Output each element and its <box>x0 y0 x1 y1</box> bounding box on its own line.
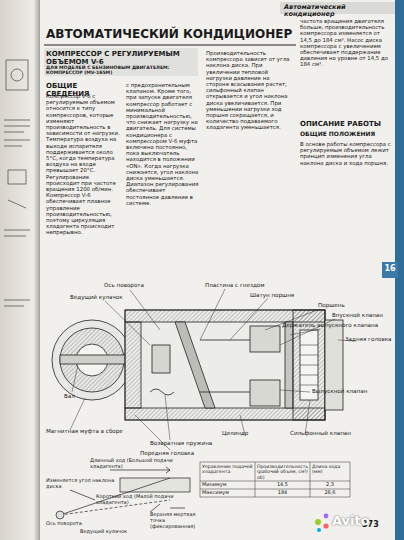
part-label: Задняя головка <box>345 336 395 342</box>
table-cell: Максимум <box>202 490 253 496</box>
table-header: Производительность (рабочий объем, см³/о… <box>257 464 308 480</box>
page-sheet <box>40 0 404 540</box>
table-cell: 184 <box>257 490 308 496</box>
part-label: Поршень <box>318 302 358 308</box>
section-subheading: ДЛЯ МОДЕЛЕЙ С БЕНЗИНОВЫМ ДВИГАТЕЛЕМ: КОМ… <box>46 65 196 76</box>
body-text: Производительность компрессора зависит о… <box>206 50 294 131</box>
body-text: Компрессор V-6 с регулируемым объемом от… <box>46 93 120 236</box>
table-grid <box>200 462 350 497</box>
table-cell: 14,5 <box>257 482 308 488</box>
page-title: АВТОМАТИЧЕСКИЙ КОНДИЦИОНЕР <box>46 28 296 42</box>
section-band <box>44 48 198 76</box>
table-cell: 2,3 <box>312 482 348 488</box>
table-header: Длина хода (мм) <box>312 464 348 475</box>
part-label: Ведущий кулачок <box>70 294 140 300</box>
chapter-tab <box>382 262 398 278</box>
part-label: Возвратная пружина <box>150 440 220 446</box>
part-label: Держатель выпускного клапана <box>282 322 392 328</box>
leader-lines <box>70 289 355 450</box>
part-label: Пластина с гнездом <box>205 282 275 288</box>
diagram-label: Ось поворота <box>46 521 106 527</box>
left-page <box>0 0 42 540</box>
part-label: Магнитная муфта в сборе <box>46 428 126 434</box>
diagram-label: Верхняя мертвая точка (фиксированная) <box>150 512 200 529</box>
diagram-label: Короткий ход (Малой подачи хладагента) <box>96 494 196 506</box>
part-label: Цилиндр <box>222 430 262 436</box>
left-page-drawings <box>4 60 30 306</box>
diagram-label: Длинный ход (Большой подачи хладагента) <box>90 458 200 470</box>
part-label: Впускной клапан <box>332 312 392 318</box>
body-text: с предохранительным клапаном. Кроме того… <box>126 82 200 206</box>
body-text: частота вращения двигателя больше, произ… <box>300 18 392 68</box>
title-rule <box>44 45 296 46</box>
part-label: Сильфонный клапан <box>290 430 360 436</box>
body-text: В основе работы компрессора с регулируем… <box>300 141 392 166</box>
part-label: Вал <box>64 393 84 399</box>
part-label: Передняя головка <box>140 450 210 456</box>
part-label: Ось поворота <box>104 282 164 288</box>
diagram-label: Изменяется угол наклона диска <box>46 478 118 490</box>
part-label: Шатун поршня <box>250 292 310 298</box>
table-cell: 28,6 <box>312 490 348 496</box>
paragraph-heading: ОПИСАНИЕ РАБОТЫ <box>300 120 392 128</box>
watermark: Avito <box>332 514 382 529</box>
diagram-label: Ведущий кулачок <box>80 529 150 535</box>
paragraph-heading: ОБЩИЕ ПОЛОЖЕНИЯ <box>300 131 392 138</box>
running-header: Автоматический кондиционер <box>284 4 394 19</box>
table-header: Управление подачей хладагента <box>202 464 253 475</box>
part-label: Выпускной клапан <box>312 388 382 394</box>
chapter-number: 16 <box>382 264 398 273</box>
section-heading: КОМПРЕССОР С РЕГУЛИРУЕМЫМ ОБЪЕМОМ V-6 <box>46 50 196 66</box>
watermark-dots <box>315 514 329 532</box>
table-cell: Минимум <box>202 482 253 488</box>
